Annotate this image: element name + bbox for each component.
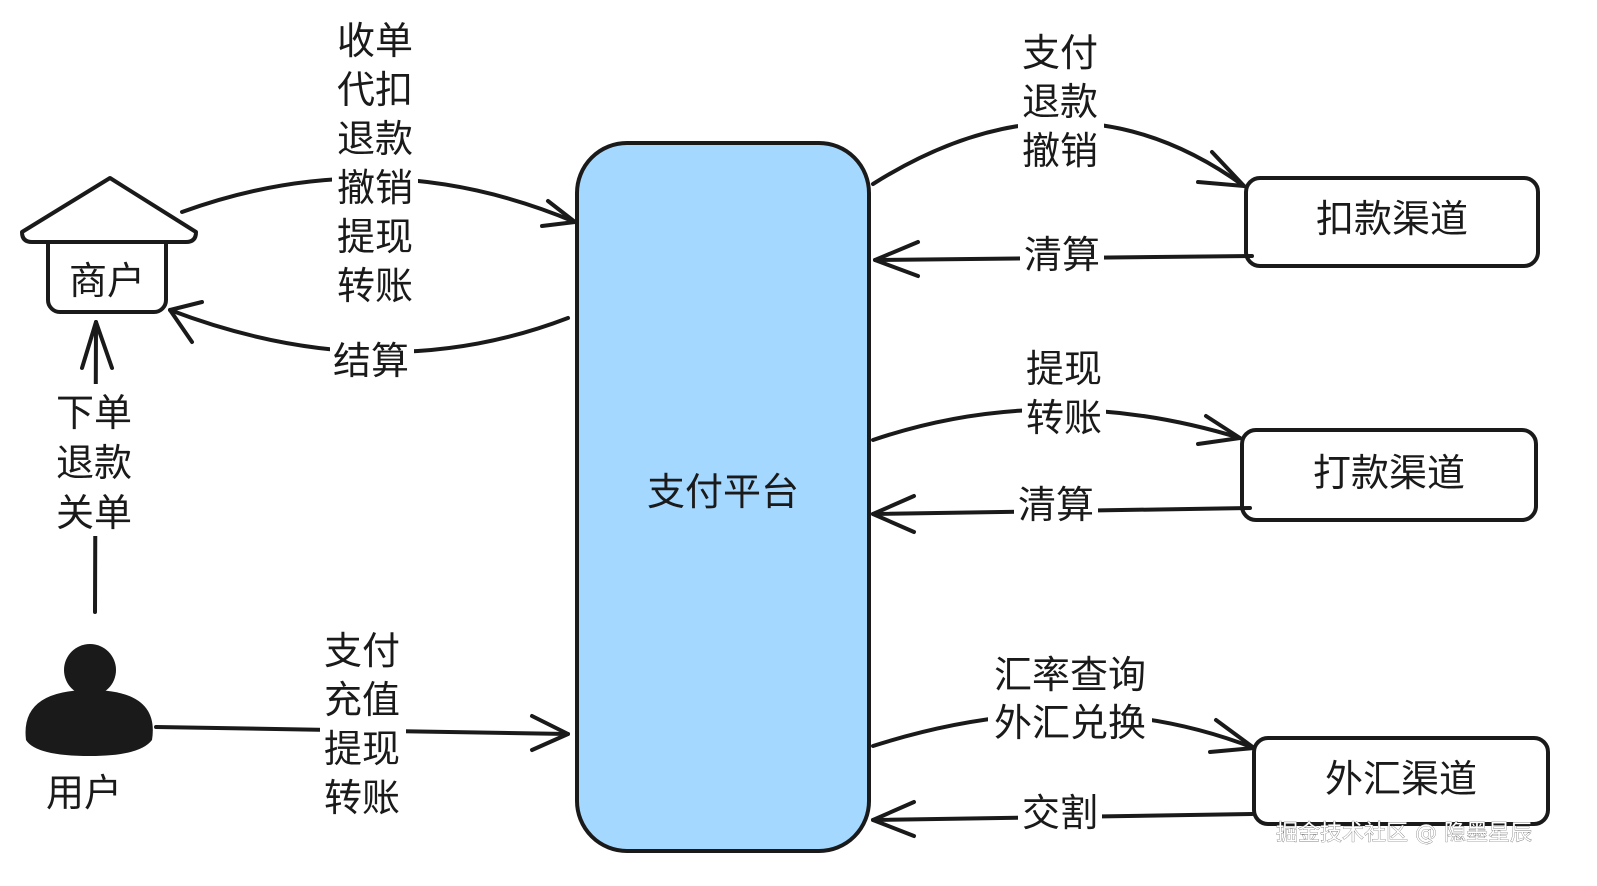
- user-label: 用户: [46, 771, 122, 815]
- edge-label: 支付: [324, 629, 400, 673]
- payout-channel-label: 打款渠道: [1313, 451, 1465, 495]
- label-platform-to-merchant: 结算: [333, 339, 409, 383]
- fx-channel-label: 外汇渠道: [1325, 757, 1477, 801]
- edge-label: 提现: [337, 215, 413, 259]
- edge-label: 转账: [1026, 396, 1102, 440]
- label-user-to-merchant: 下单 退款 关单: [56, 391, 132, 535]
- edge-label: 撤销: [337, 166, 413, 210]
- platform-label: 支付平台: [647, 470, 799, 514]
- label-platform-to-payout: 提现 转账: [1026, 347, 1102, 440]
- edge-label: 退款: [337, 117, 413, 161]
- edge-label: 转账: [324, 776, 400, 820]
- edge-label: 转账: [337, 264, 413, 308]
- edge-label: 提现: [1026, 347, 1102, 391]
- payout-channel-node: [1240, 428, 1538, 522]
- edge-label: 提现: [324, 727, 400, 771]
- label-platform-to-debit: 支付 退款 撤销: [1022, 31, 1098, 173]
- edge-label: 支付: [1022, 31, 1098, 75]
- edge-label: 收单: [337, 19, 413, 63]
- label-payout-to-platform: 清算: [1018, 483, 1094, 527]
- edge-label: 下单: [56, 391, 132, 435]
- watermark: 掘金技术社区 @ 隐墨星辰: [1276, 821, 1532, 846]
- merchant-icon: [20, 176, 198, 314]
- label-debit-to-platform: 清算: [1024, 233, 1100, 277]
- debit-channel-label: 扣款渠道: [1316, 197, 1468, 241]
- edge-label: 汇率查询: [994, 653, 1146, 697]
- edge-label: 退款: [1022, 80, 1098, 124]
- platform-node: [575, 141, 871, 853]
- fx-channel-node: [1252, 736, 1550, 826]
- edge-label: 关单: [56, 491, 132, 535]
- user-icon: [25, 644, 153, 756]
- edge-label: 撤销: [1022, 129, 1098, 173]
- label-fx-to-platform: 交割: [1022, 791, 1098, 835]
- label-user-to-platform: 支付 充值 提现 转账: [324, 629, 400, 820]
- edge-label: 充值: [324, 678, 400, 722]
- debit-channel-node: [1244, 176, 1540, 268]
- label-merchant-to-platform: 收单 代扣 退款 撤销 提现 转账: [337, 19, 413, 308]
- edge-label: 外汇兑换: [994, 701, 1146, 745]
- edge-label: 退款: [56, 441, 132, 485]
- label-platform-to-fx: 汇率查询 外汇兑换: [994, 653, 1146, 745]
- edge-label: 代扣: [337, 68, 413, 112]
- merchant-label: 商户: [69, 259, 145, 303]
